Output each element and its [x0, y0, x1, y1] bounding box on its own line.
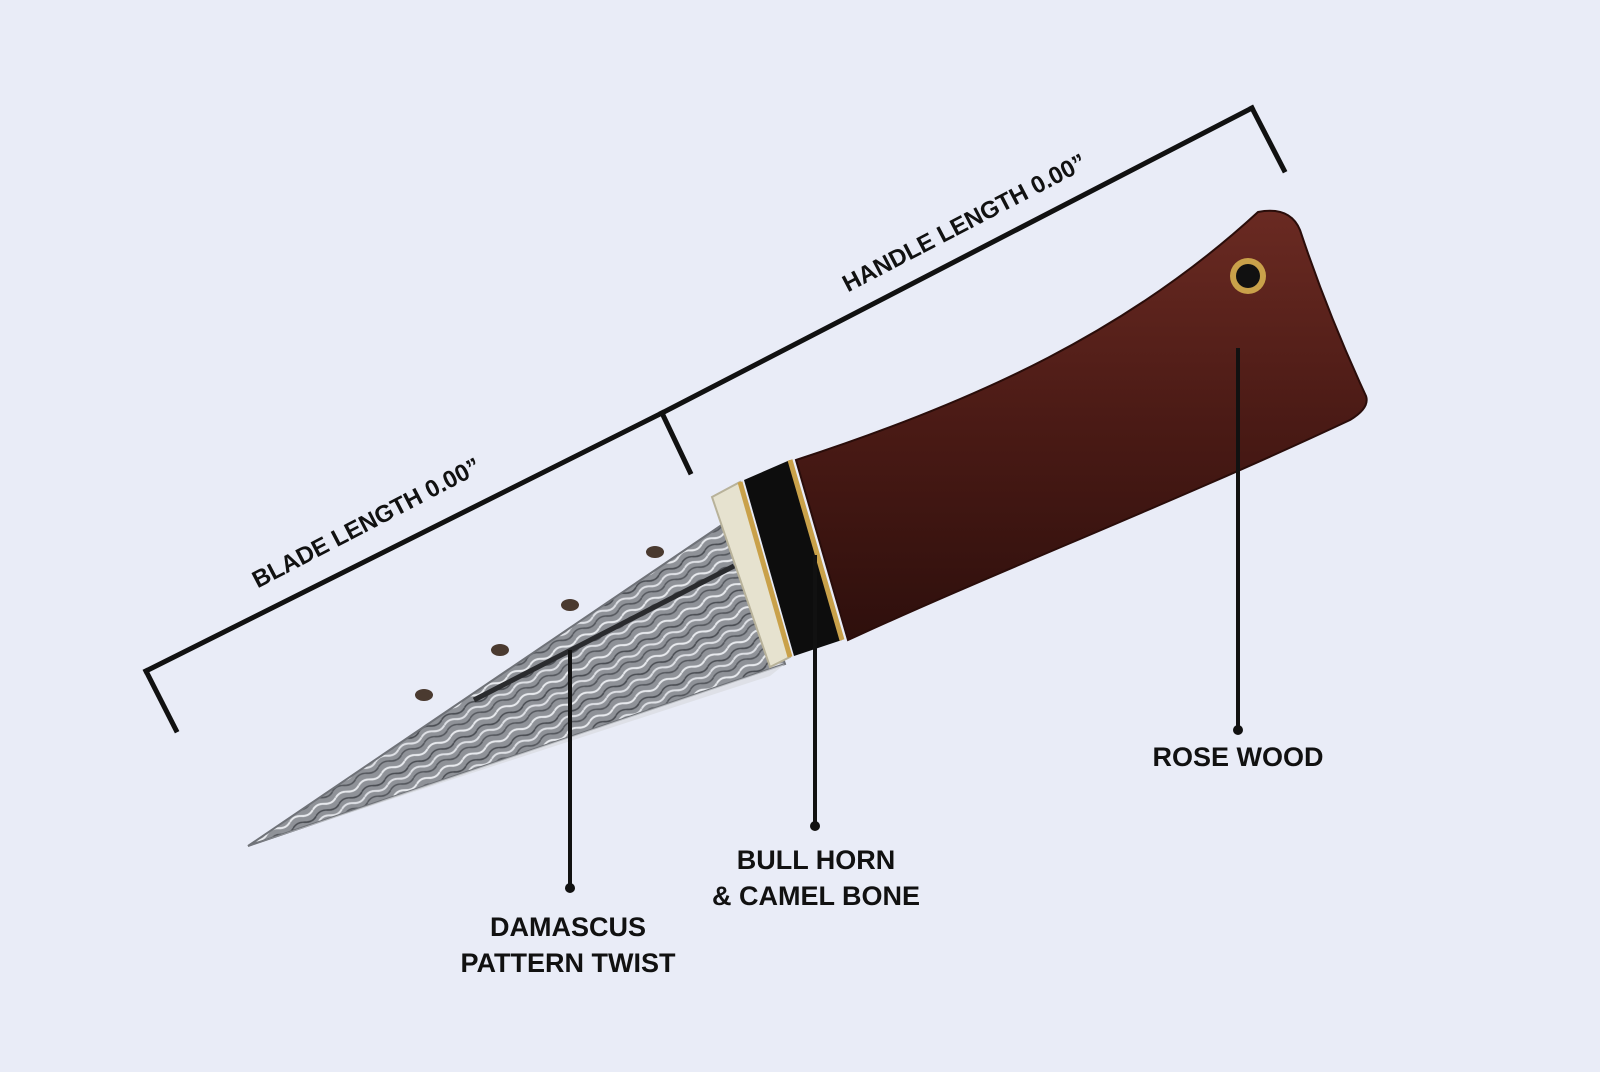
brass-spacer	[787, 459, 845, 641]
bull-horn-label-line2: & CAMEL BONE	[712, 881, 920, 911]
blade-mark	[646, 546, 664, 558]
damascus-blade	[247, 514, 787, 847]
handle-length-label: HANDLE LENGTH 0.00”	[838, 149, 1091, 298]
bull-horn-bolster	[744, 460, 842, 656]
rose-wood-callout: ROSE WOOD	[1152, 348, 1324, 772]
blade-length-label: BLADE LENGTH 0.00”	[248, 453, 485, 594]
blade-length-bracket	[142, 409, 694, 734]
blade-mark	[491, 644, 509, 656]
handle-length-bracket	[658, 104, 1288, 417]
blade-fuller	[472, 563, 736, 703]
blade-mark	[561, 599, 579, 611]
damascus-callout: DAMASCUS PATTERN TWIST	[461, 650, 676, 978]
knife	[247, 209, 1368, 847]
bull-horn-callout: BULL HORN & CAMEL BONE	[712, 555, 920, 911]
brass-spacer	[737, 481, 793, 658]
blade-mark	[415, 689, 433, 701]
damascus-label-line1: DAMASCUS	[490, 912, 646, 942]
bull-horn-label-line1: BULL HORN	[737, 845, 896, 875]
rose-wood-label: ROSE WOOD	[1152, 742, 1323, 772]
rosewood-handle	[794, 209, 1368, 642]
damascus-label-line2: PATTERN TWIST	[461, 948, 676, 978]
